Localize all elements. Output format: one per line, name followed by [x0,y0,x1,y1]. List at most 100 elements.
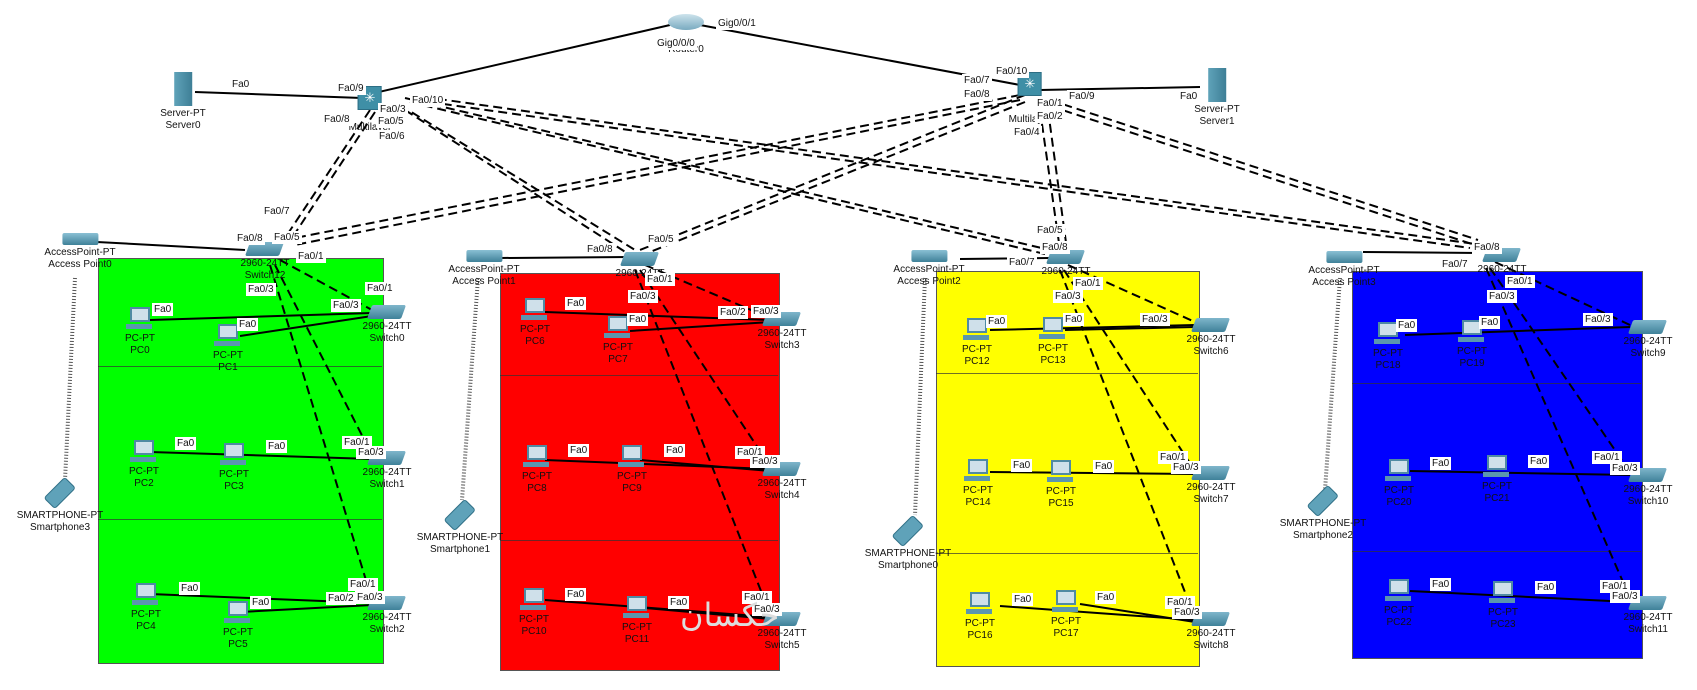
device-name: Multilayer [1008,114,1052,125]
server1[interactable]: Server-PT Server1 [1194,68,1240,128]
server0[interactable]: Server-PT Server0 [160,72,206,132]
access-point-3[interactable]: AccessPoint-PT Access Point3 [1308,251,1380,289]
device-type: PC-PT [965,618,995,629]
port-label: Fa0/5 [376,115,406,128]
device-type: PC-PT [1488,607,1518,618]
device-name: Access Point3 [1312,277,1376,288]
port-label: Gig0/0/1 [716,17,758,30]
smartphone-1[interactable]: SMARTPHONE-PT Smartphone1 [417,498,503,556]
link-pc20-sw10 [1409,470,1631,476]
link-dashed [1063,269,1196,472]
smartphone-2[interactable]: SMARTPHONE-PT Smartphone2 [1280,484,1366,542]
port-label: Fa0 [1178,90,1200,103]
switch-15[interactable]: 2960-24TT [1478,248,1526,276]
port-label: Fa0/1 [1073,277,1103,290]
device-name: Server1 [1199,116,1235,127]
port-label: Fa0 [1430,457,1452,470]
port-label: Fa0 [230,78,252,91]
port-label: Fa0/8 [322,113,352,126]
port-label: Fa0 [986,315,1008,328]
wireless-link [913,277,927,516]
access-point-icon [1325,251,1362,263]
port-label: Fa0 [266,440,288,453]
zone-divider [1352,551,1641,552]
zone-divider [500,540,778,541]
access-point-0[interactable]: AccessPoint-PT Access Point0 [44,233,116,271]
pc-icon [126,307,154,331]
switch-12[interactable]: 2960-24TT Switch12 [241,242,289,282]
switch-13[interactable]: 2960-24TT [616,252,664,280]
port-label: Fa0/3 [750,455,780,468]
port-label: Fa0/2 [326,592,356,605]
link-dashed [639,269,771,467]
access-point-1[interactable]: AccessPoint-PT Access Point1 [448,250,520,288]
port-label: Fa0/3 [752,603,782,616]
pc-icon [604,316,632,340]
link-dashed [1059,269,1196,619]
port-label: Fa0/9 [336,82,366,95]
switch-14[interactable]: 2960-24TT [1042,250,1090,278]
link-pc7-sw3 [629,321,771,332]
switch-icon [1191,318,1231,332]
port-label: Fa0/7 [1440,258,1470,271]
link-dashed [269,264,373,601]
pc-icon [1047,460,1075,484]
device-type: PC-PT [213,350,243,361]
smartphone-0[interactable]: SMARTPHONE-PT Smartphone0 [865,514,951,572]
device-type: PC-PT [1051,616,1081,627]
device-type: PC-PT [1482,481,1512,492]
port-label: Fa0/3 [355,591,385,604]
device-type: Server-PT [1194,104,1240,115]
access-point-2[interactable]: AccessPoint-PT Access Point2 [893,250,965,288]
port-label: Fa0/3 [246,283,276,296]
link-dashed [1494,261,1631,326]
link-dashed [399,104,636,251]
port-label: Fa0/1 [742,591,772,604]
pc-icon [966,592,994,616]
router-icon [668,14,704,30]
smartphone-3[interactable]: SMARTPHONE-PT Smartphone3 [17,476,103,534]
device-type: PC-PT [1038,343,1068,354]
link-pc22-sw11 [1409,590,1631,603]
smartphone-icon [891,514,925,548]
device-name: Switch2 [369,624,405,635]
port-label: Fa0/3 [1140,313,1170,326]
link-dashed [294,99,1021,246]
device-type: AccessPoint-PT [44,247,116,258]
